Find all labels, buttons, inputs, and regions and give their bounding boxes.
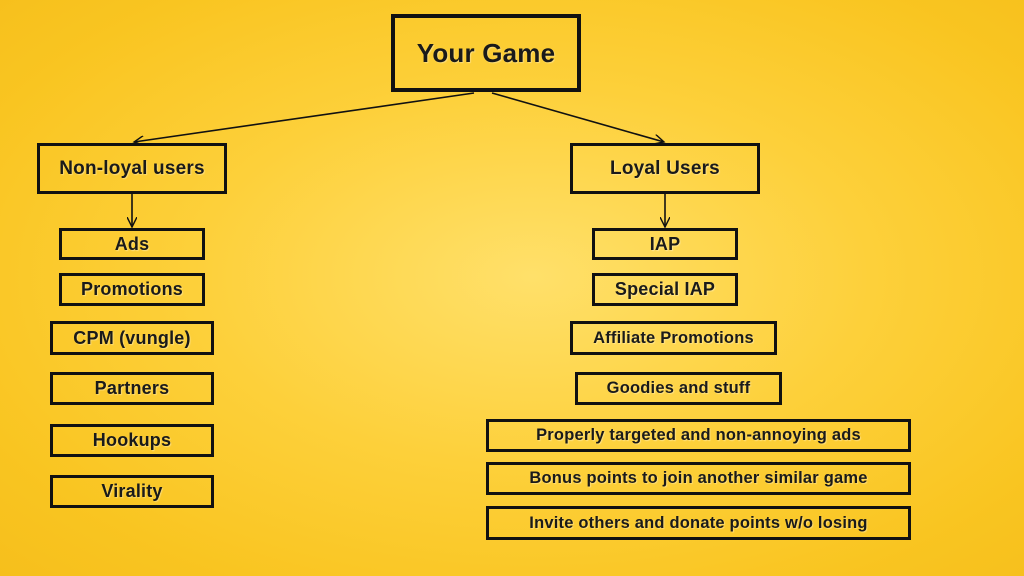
leaf-node-ads: Ads [59, 228, 205, 260]
leaf-node-iap: IAP [592, 228, 738, 260]
leaf-node-virality: Virality [50, 475, 214, 508]
leaf-node-bonus-points: Bonus points to join another similar gam… [486, 462, 911, 495]
leaf-node-hookups: Hookups [50, 424, 214, 457]
leaf-node-properly-targeted-ads: Properly targeted and non-annoying ads [486, 419, 911, 452]
leaf-node-promotions: Promotions [59, 273, 205, 306]
branch-node-non-loyal-users: Non-loyal users [37, 143, 227, 194]
leaf-node-cpm-vungle: CPM (vungle) [50, 321, 214, 355]
branch-node-loyal-users: Loyal Users [570, 143, 760, 194]
root-node-your-game: Your Game [391, 14, 581, 92]
leaf-node-special-iap: Special IAP [592, 273, 738, 306]
leaf-node-partners: Partners [50, 372, 214, 405]
leaf-node-invite-others: Invite others and donate points w/o losi… [486, 506, 911, 540]
edge-root-to-loyal [491, 92, 664, 142]
edge-root-to-non-loyal [134, 92, 475, 142]
leaf-node-affiliate-promotions: Affiliate Promotions [570, 321, 777, 355]
leaf-node-goodies-and-stuff: Goodies and stuff [575, 372, 782, 405]
